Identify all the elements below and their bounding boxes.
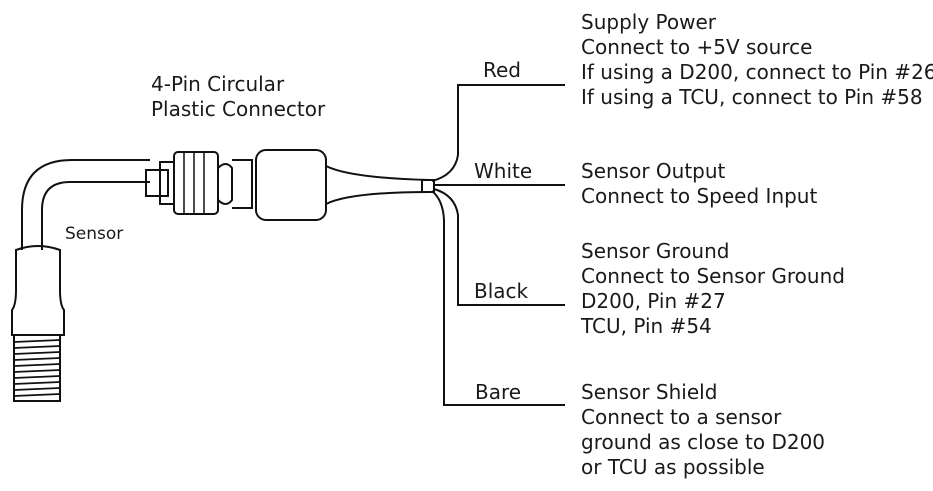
red-wire-description: Supply Power Connect to +5V source If us… <box>581 10 933 109</box>
connector-nut <box>173 151 219 215</box>
sensor-label: Sensor <box>65 224 124 244</box>
wire-label-black: Black <box>474 279 529 303</box>
connector-body <box>255 149 327 221</box>
black-wire-description: Sensor Ground Connect to Sensor Ground D… <box>581 239 845 338</box>
connector-label: 4-Pin Circular Plastic Connector <box>151 72 326 121</box>
sensor-cable <box>21 159 150 250</box>
wire-label-bare: Bare <box>475 380 522 404</box>
wire-label-white: White <box>474 159 533 183</box>
wire-red <box>431 84 565 182</box>
wire-black <box>433 188 565 306</box>
wire-label-red: Red <box>483 58 521 82</box>
bare-wire-description: Sensor Shield Connect to a sensor ground… <box>581 380 826 479</box>
white-wire-description: Sensor Output Connect to Speed Input <box>581 159 818 208</box>
sensor-head <box>11 245 65 336</box>
wire-bare <box>431 190 565 406</box>
connector-ring <box>145 169 169 197</box>
